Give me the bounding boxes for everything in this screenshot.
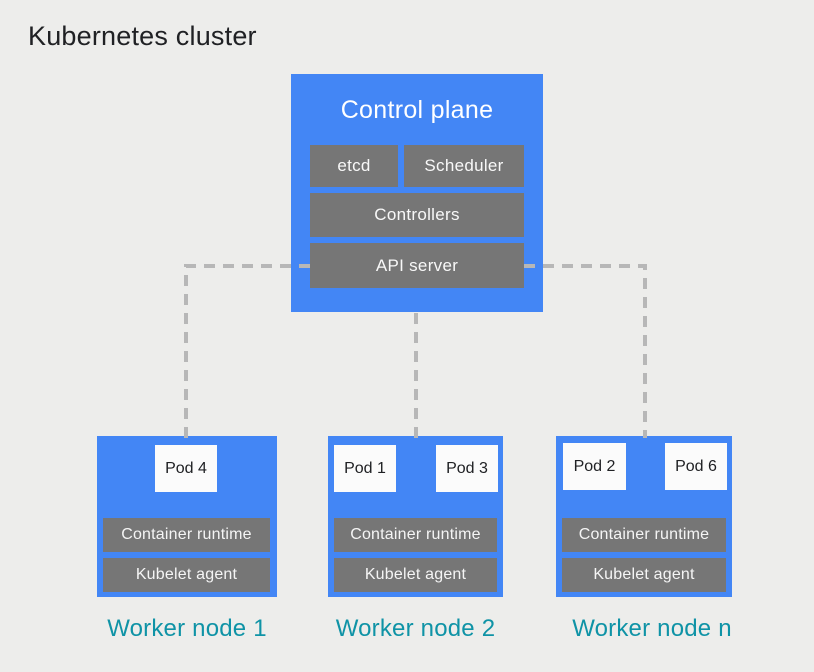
component-scheduler: Scheduler [404, 145, 524, 187]
worker-node-n-label: Worker node n [572, 615, 732, 642]
component-controllers: Controllers [310, 193, 524, 237]
component-etcd: etcd [310, 145, 398, 187]
diagram-title: Kubernetes cluster [28, 21, 257, 51]
pod-3: Pod 3 [436, 445, 498, 492]
control-plane-title: Control plane [340, 96, 494, 124]
worker-node-1-label: Worker node 1 [107, 615, 267, 642]
worker-2-container-runtime: Container runtime [334, 518, 497, 552]
pod-6: Pod 6 [665, 443, 727, 490]
pod-2: Pod 2 [563, 443, 626, 490]
component-api-server: API server [310, 243, 524, 288]
worker-2-kubelet-agent: Kubelet agent [334, 558, 497, 592]
worker-node-2-label: Worker node 2 [335, 615, 496, 642]
worker-n-container-runtime: Container runtime [562, 518, 726, 552]
worker-1-container-runtime: Container runtime [103, 518, 270, 552]
pod-1: Pod 1 [334, 445, 396, 492]
worker-n-kubelet-agent: Kubelet agent [562, 558, 726, 592]
worker-1-kubelet-agent: Kubelet agent [103, 558, 270, 592]
pod-4: Pod 4 [155, 445, 217, 492]
